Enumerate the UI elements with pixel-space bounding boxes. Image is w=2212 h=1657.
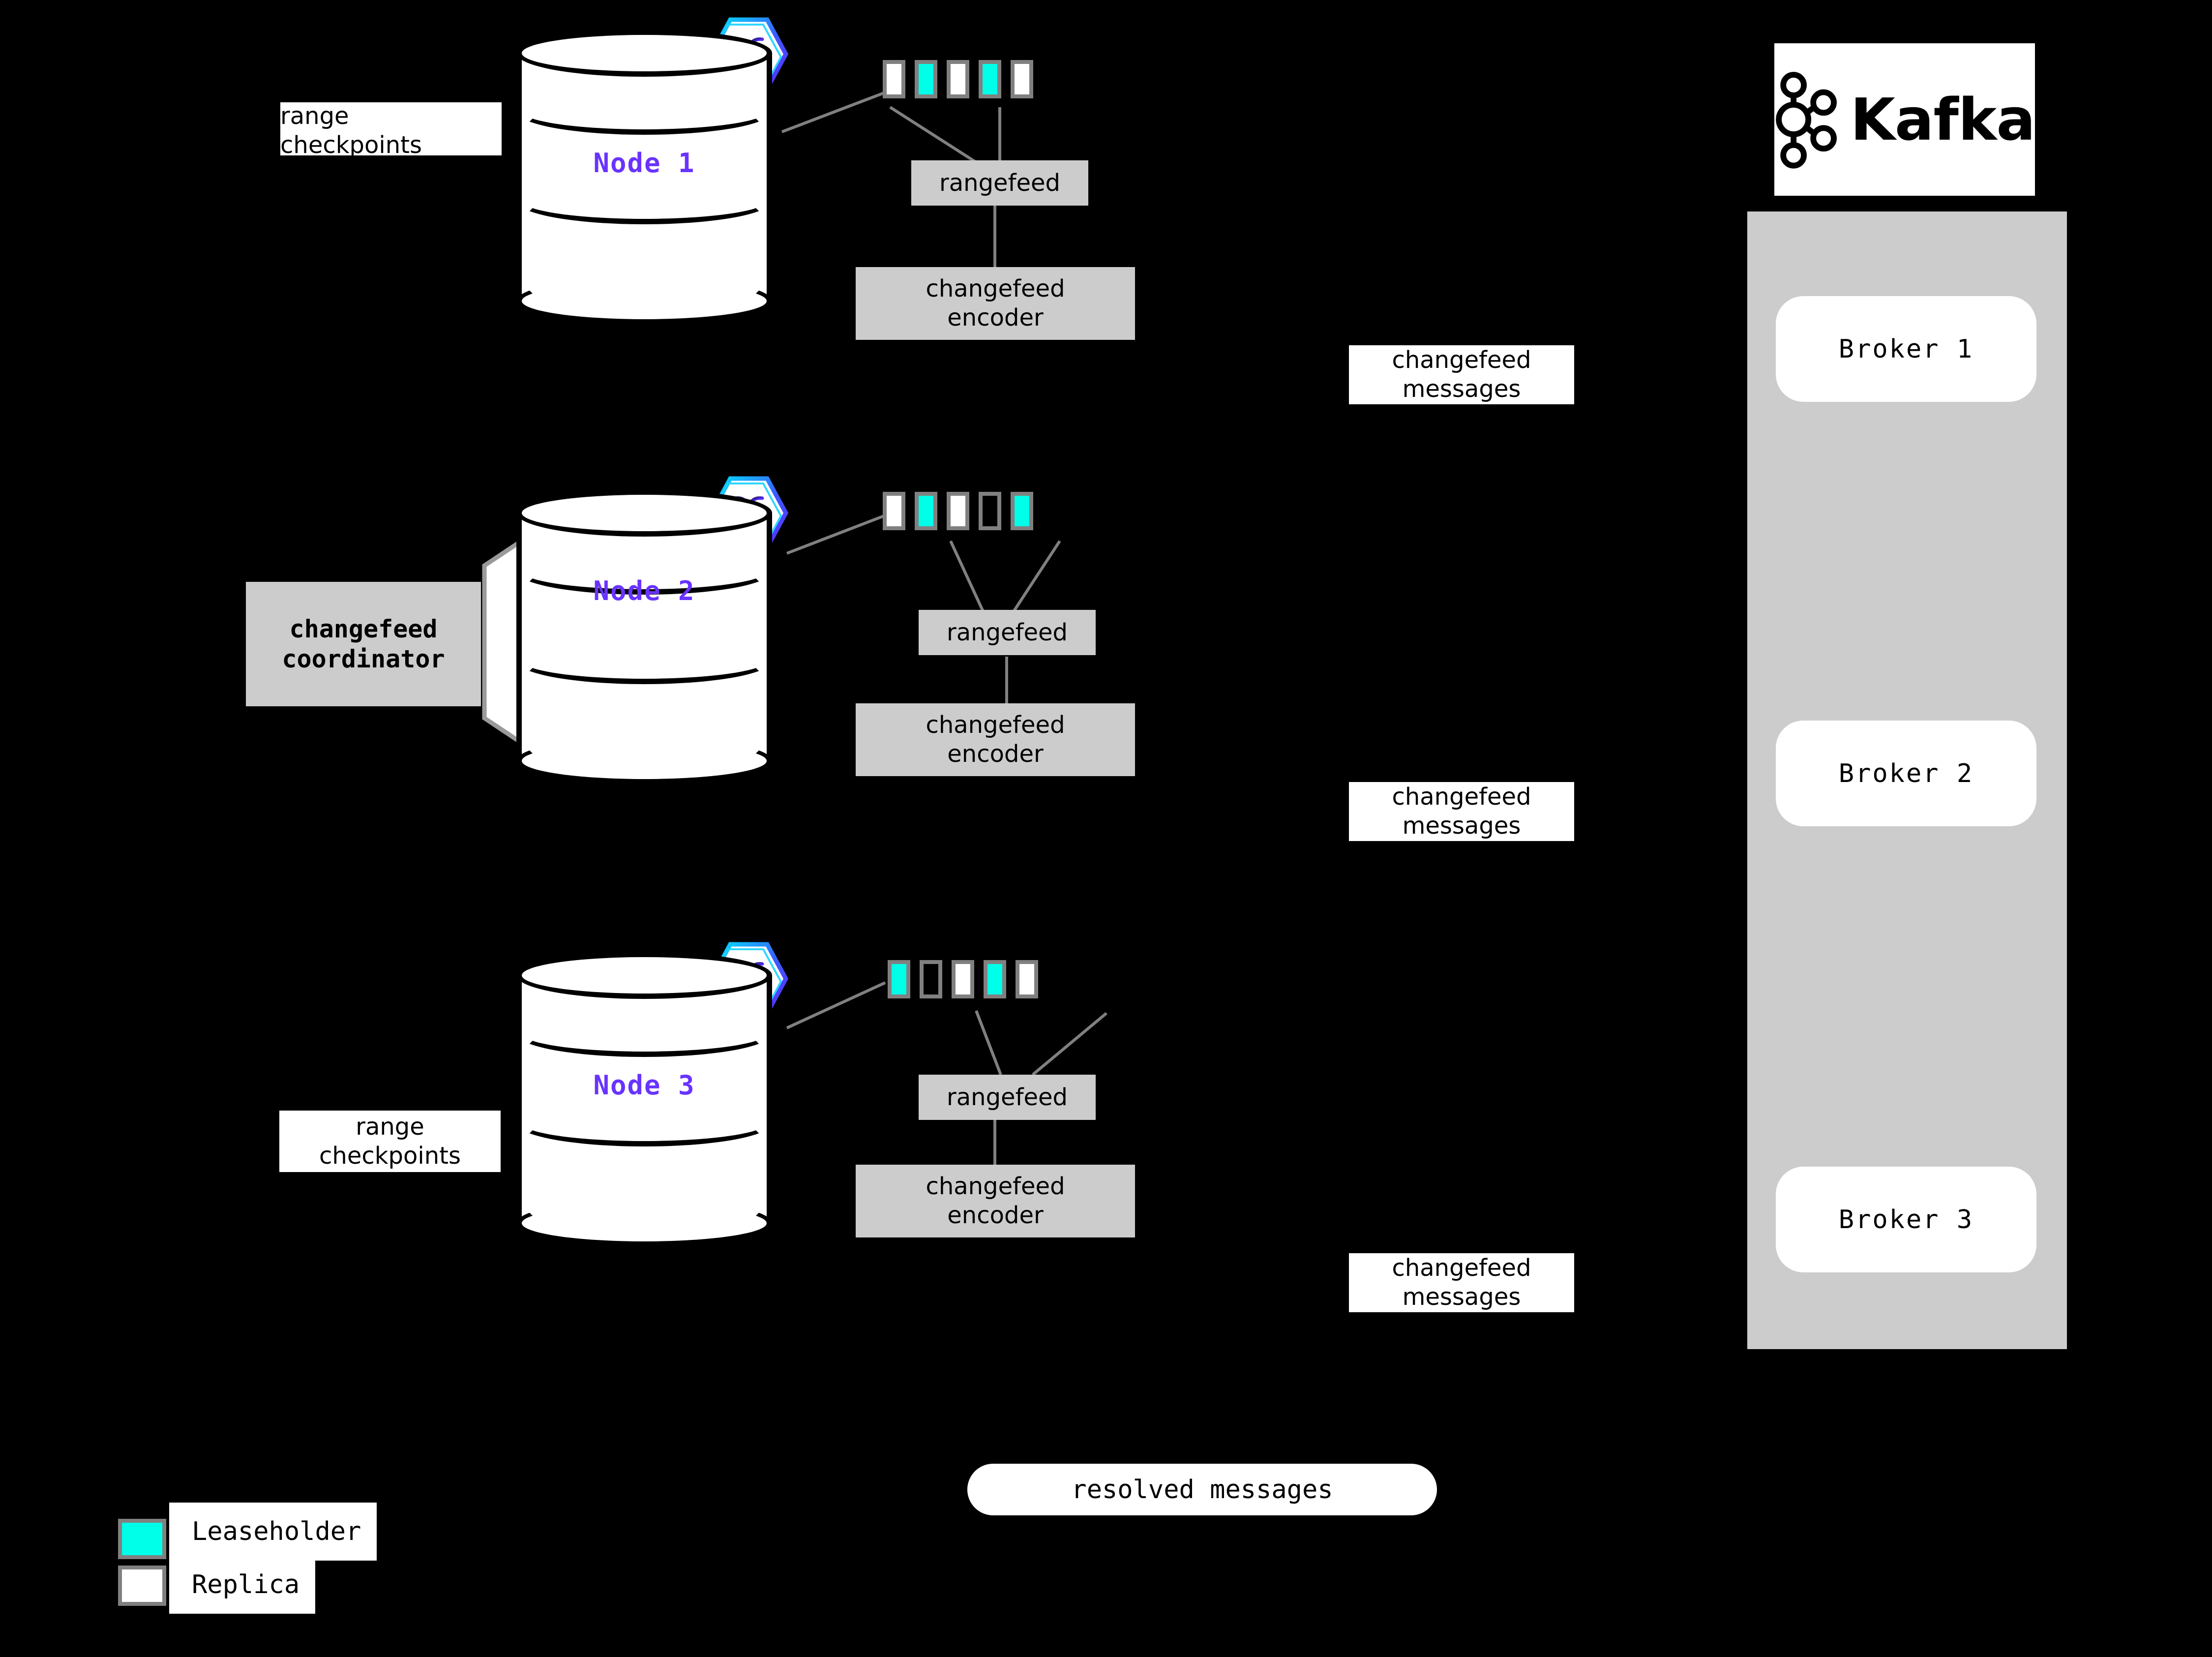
range-checkpoints-label-node-3: range checkpoints xyxy=(279,1111,501,1172)
range-empty[interactable] xyxy=(920,960,942,998)
cylinder-cap-top xyxy=(516,489,772,537)
range-leaseholder[interactable] xyxy=(1011,492,1033,530)
encoder-label-line2: encoder xyxy=(947,1202,1044,1229)
changefeed-messages-line2: messages xyxy=(1402,1283,1521,1311)
changefeed-encoder-box-node-2[interactable]: changefeed encoder xyxy=(856,703,1135,776)
legend-label-replica: Replica xyxy=(169,1556,316,1614)
cylinder-band xyxy=(516,547,772,595)
node-label-3: Node 3 xyxy=(593,1070,695,1101)
encoder-label-line1: changefeed xyxy=(926,711,1065,739)
rangefeed-box-node-3[interactable]: rangefeed xyxy=(919,1075,1096,1120)
rangefeed-label: rangefeed xyxy=(939,169,1060,197)
range-replica[interactable] xyxy=(883,492,905,530)
cylinder-cap-top xyxy=(516,952,772,999)
range-checkpoints-label-node-1: range checkpoints xyxy=(280,102,502,159)
changefeed-messages-label-2: changefeed messages xyxy=(1349,782,1574,841)
cylinder-edge-right xyxy=(767,53,772,301)
encoder-label-line2: encoder xyxy=(947,740,1044,768)
range-leaseholder[interactable] xyxy=(915,60,937,98)
node-cylinder-1: Node 1 xyxy=(516,30,772,325)
node-label-1: Node 1 xyxy=(593,148,695,179)
encoder-label-line1: changefeed xyxy=(926,275,1065,303)
legend-swatch-leaseholder xyxy=(118,1519,166,1559)
changefeed-coordinator-box[interactable]: changefeed coordinator xyxy=(246,582,481,706)
range-replica[interactable] xyxy=(947,60,969,98)
kafka-logo: Kafka xyxy=(1774,43,2035,196)
changefeed-encoder-box-node-1[interactable]: changefeed encoder xyxy=(856,267,1135,340)
changefeed-messages-line2: messages xyxy=(1402,375,1521,403)
range-checkpoints-line1: range xyxy=(356,1113,424,1141)
cylinder-cap-bottom xyxy=(516,1200,772,1247)
broker-label: Broker 1 xyxy=(1838,334,1974,364)
cylinder-cap-bottom xyxy=(516,737,772,784)
broker-label: Broker 3 xyxy=(1838,1205,1974,1235)
kafka-cluster-container: Broker 1 Broker 2 Broker 3 xyxy=(1747,211,2067,1349)
cylinder-band xyxy=(516,637,772,684)
legend-swatch-replica xyxy=(118,1566,166,1606)
range-replica[interactable] xyxy=(1011,60,1033,98)
encoder-label-line1: changefeed xyxy=(926,1173,1065,1201)
legend-row-replica: Replica xyxy=(118,1556,316,1614)
range-replica[interactable] xyxy=(952,960,974,998)
broker-1[interactable]: Broker 1 xyxy=(1776,296,2036,402)
changefeed-messages-line1: changefeed xyxy=(1392,783,1531,811)
rangefeed-box-node-1[interactable]: rangefeed xyxy=(911,160,1088,206)
rangefeed-label: rangefeed xyxy=(947,1083,1068,1111)
changefeed-messages-label-1: changefeed messages xyxy=(1349,345,1574,404)
kafka-inbound-arrowhead xyxy=(2068,331,2097,358)
kafka-wordmark: Kafka xyxy=(1850,86,2035,153)
broker-2[interactable]: Broker 2 xyxy=(1776,721,2036,826)
cylinder-edge-left xyxy=(516,53,522,301)
cylinder-edge-left xyxy=(516,975,522,1223)
cylinder-band xyxy=(516,1010,772,1057)
range-replica[interactable] xyxy=(1016,960,1038,998)
range-row-node-3 xyxy=(888,960,1038,998)
legend-label-leaseholder: Leaseholder xyxy=(169,1503,377,1561)
cylinder-edge-left xyxy=(516,513,522,761)
coordinator-line1: changefeed xyxy=(289,614,438,643)
broker-3[interactable]: Broker 3 xyxy=(1776,1167,2036,1272)
coordinator-line2: coordinator xyxy=(282,644,445,673)
kafka-logo-icon xyxy=(1776,72,1837,169)
rangefeed-box-node-2[interactable]: rangefeed xyxy=(919,610,1096,655)
range-row-node-2 xyxy=(883,492,1033,530)
changefeed-messages-line2: messages xyxy=(1402,812,1521,840)
range-checkpoints-line2: checkpoints xyxy=(280,131,422,159)
range-leaseholder[interactable] xyxy=(915,492,937,530)
cylinder-cap-top xyxy=(516,30,772,77)
changefeed-messages-line1: changefeed xyxy=(1392,1254,1531,1282)
legend: Leaseholder Replica xyxy=(118,1503,423,1630)
resolved-messages-pill[interactable]: resolved messages xyxy=(967,1464,1437,1515)
node-cylinder-2: Node 2 xyxy=(516,489,772,784)
broker-label: Broker 2 xyxy=(1838,758,1974,788)
range-empty[interactable] xyxy=(979,492,1001,530)
cylinder-edge-right xyxy=(767,513,772,761)
encoder-label-line2: encoder xyxy=(947,304,1044,331)
changefeed-messages-line1: changefeed xyxy=(1392,346,1531,374)
cylinder-band xyxy=(516,88,772,135)
range-leaseholder[interactable] xyxy=(979,60,1001,98)
legend-row-leaseholder: Leaseholder xyxy=(118,1503,377,1561)
range-checkpoints-line2: checkpoints xyxy=(319,1142,461,1170)
cylinder-cap-bottom xyxy=(516,277,772,325)
range-row-node-1 xyxy=(883,60,1033,98)
range-leaseholder[interactable] xyxy=(888,960,910,998)
node-label-2: Node 2 xyxy=(593,575,695,606)
changefeed-encoder-box-node-3[interactable]: changefeed encoder xyxy=(856,1165,1135,1237)
cylinder-band xyxy=(516,177,772,224)
resolved-messages-label: resolved messages xyxy=(1071,1475,1333,1505)
range-leaseholder[interactable] xyxy=(984,960,1006,998)
cylinder-edge-right xyxy=(767,975,772,1223)
changefeed-messages-label-3: changefeed messages xyxy=(1349,1253,1574,1312)
range-checkpoints-line1: range xyxy=(280,102,349,130)
node-cylinder-3: Node 3 xyxy=(516,952,772,1247)
range-replica[interactable] xyxy=(883,60,905,98)
range-replica[interactable] xyxy=(947,492,969,530)
rangefeed-label: rangefeed xyxy=(947,618,1068,646)
cylinder-band xyxy=(516,1099,772,1146)
